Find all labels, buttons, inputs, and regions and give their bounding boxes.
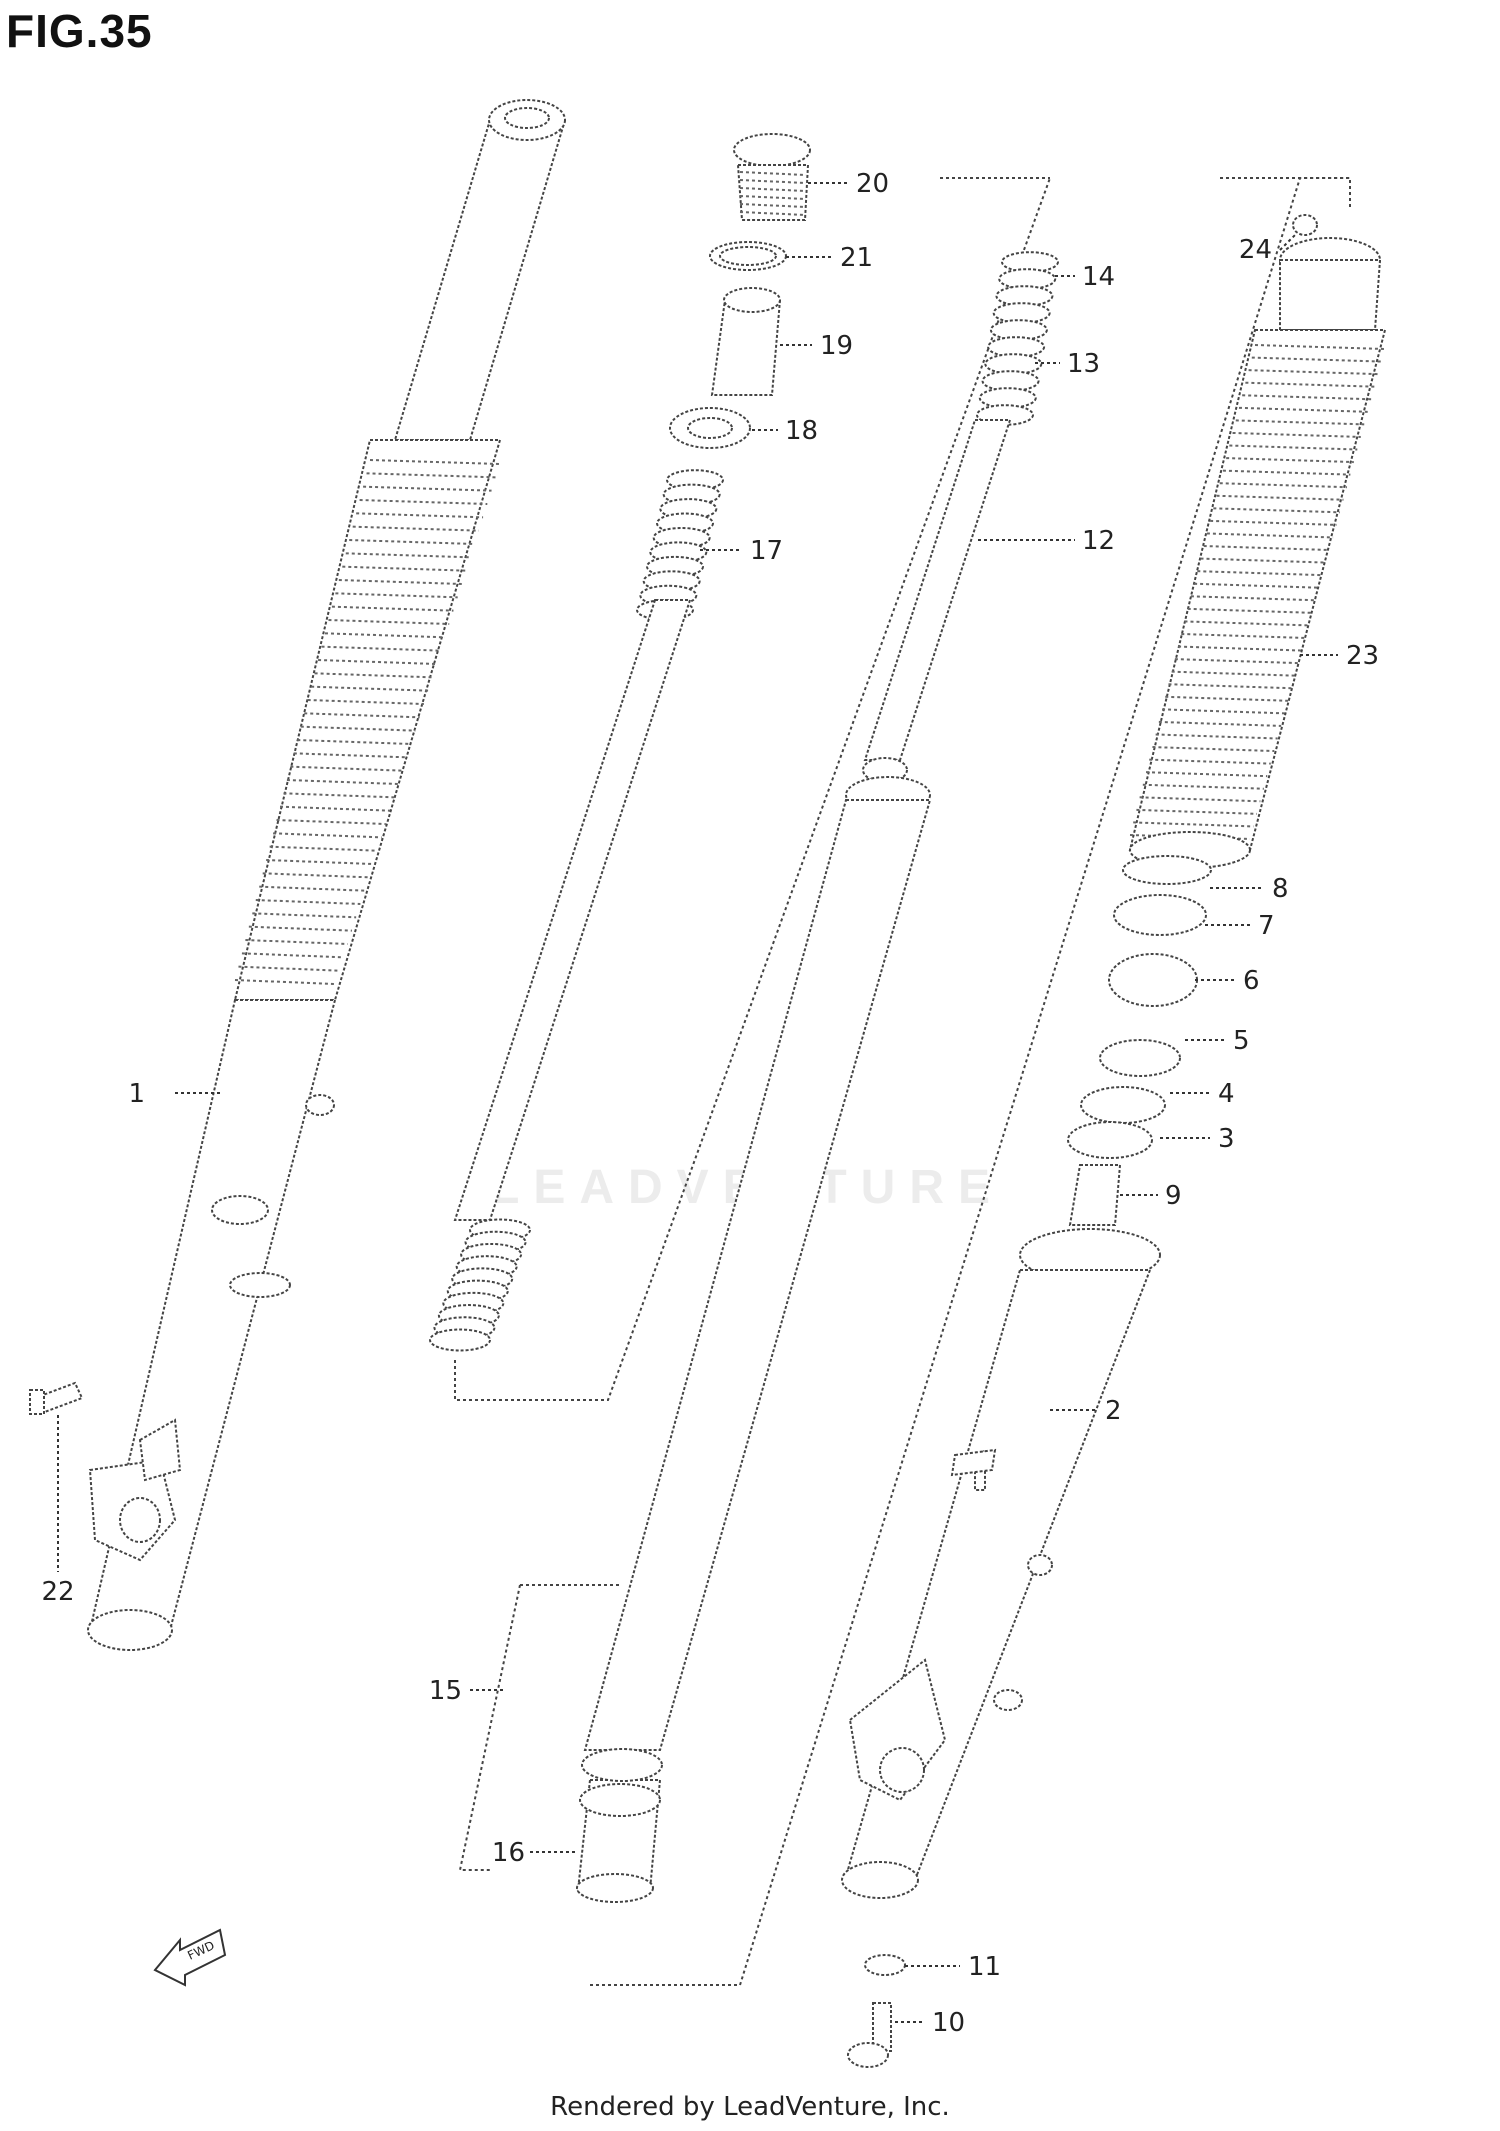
part-number-8: 8 [1272, 874, 1289, 904]
part-number-7: 7 [1258, 911, 1275, 941]
part-number-22: 22 [41, 1577, 74, 1607]
fwd-arrow-icon: FWD [153, 1928, 227, 1987]
part-number-19: 19 [820, 331, 853, 361]
figure-title: FIG.35 [6, 5, 153, 57]
part-number-14: 14 [1082, 262, 1115, 292]
part-number-13: 13 [1067, 349, 1100, 379]
part-number-10: 10 [932, 2008, 965, 2038]
damper-rod-group [458, 177, 1351, 1986]
part-number-4: 4 [1218, 1079, 1235, 1109]
part-number-23: 23 [1346, 641, 1379, 671]
right-fork-assembly [841, 214, 1387, 2068]
part-number-11: 11 [968, 1952, 1001, 1982]
part-number-17: 17 [750, 536, 783, 566]
part-number-20: 20 [856, 169, 889, 199]
part-number-2: 2 [1105, 1396, 1122, 1426]
part-number-6: 6 [1243, 966, 1260, 996]
part-number-21: 21 [840, 243, 873, 273]
left-fork-assembly [29, 99, 567, 1651]
part-number-1: 1 [128, 1079, 145, 1109]
damper-spring-group [429, 133, 1051, 1401]
part-number-16: 16 [492, 1838, 525, 1868]
part-number-15: 15 [429, 1676, 462, 1706]
part-number-12: 12 [1082, 526, 1115, 556]
part-number-18: 18 [785, 416, 818, 446]
part-number-24: 24 [1239, 235, 1272, 265]
part-number-5: 5 [1233, 1026, 1250, 1056]
part-number-3: 3 [1218, 1124, 1235, 1154]
footer-credit: Rendered by LeadVenture, Inc. [550, 2092, 950, 2122]
part-number-9: 9 [1165, 1181, 1182, 1211]
